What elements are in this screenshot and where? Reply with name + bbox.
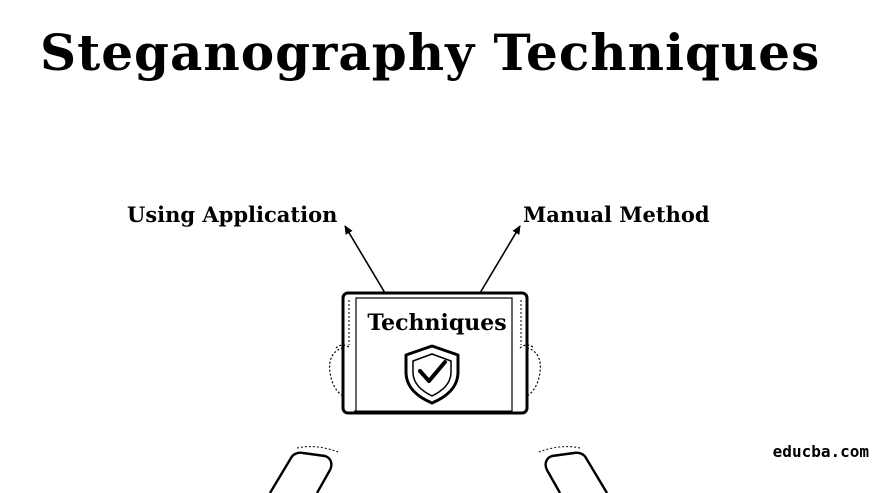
- page-title: Steganography Techniques: [40, 23, 821, 82]
- arm-left: [268, 446, 339, 493]
- hand-left: [328, 344, 351, 397]
- shield-check-icon: [404, 344, 460, 405]
- manual-method-label: Manual Method: [523, 202, 710, 227]
- techniques-label: Techniques: [367, 310, 507, 336]
- hand-right: [519, 344, 542, 397]
- arm-right: [538, 446, 609, 493]
- arrow-to-manual-method: [479, 225, 521, 294]
- using-application-label: Using Application: [127, 202, 338, 227]
- brand-watermark: educba.com: [772, 442, 869, 461]
- tablet-device: [341, 291, 529, 415]
- arrow-to-using-application: [344, 225, 386, 294]
